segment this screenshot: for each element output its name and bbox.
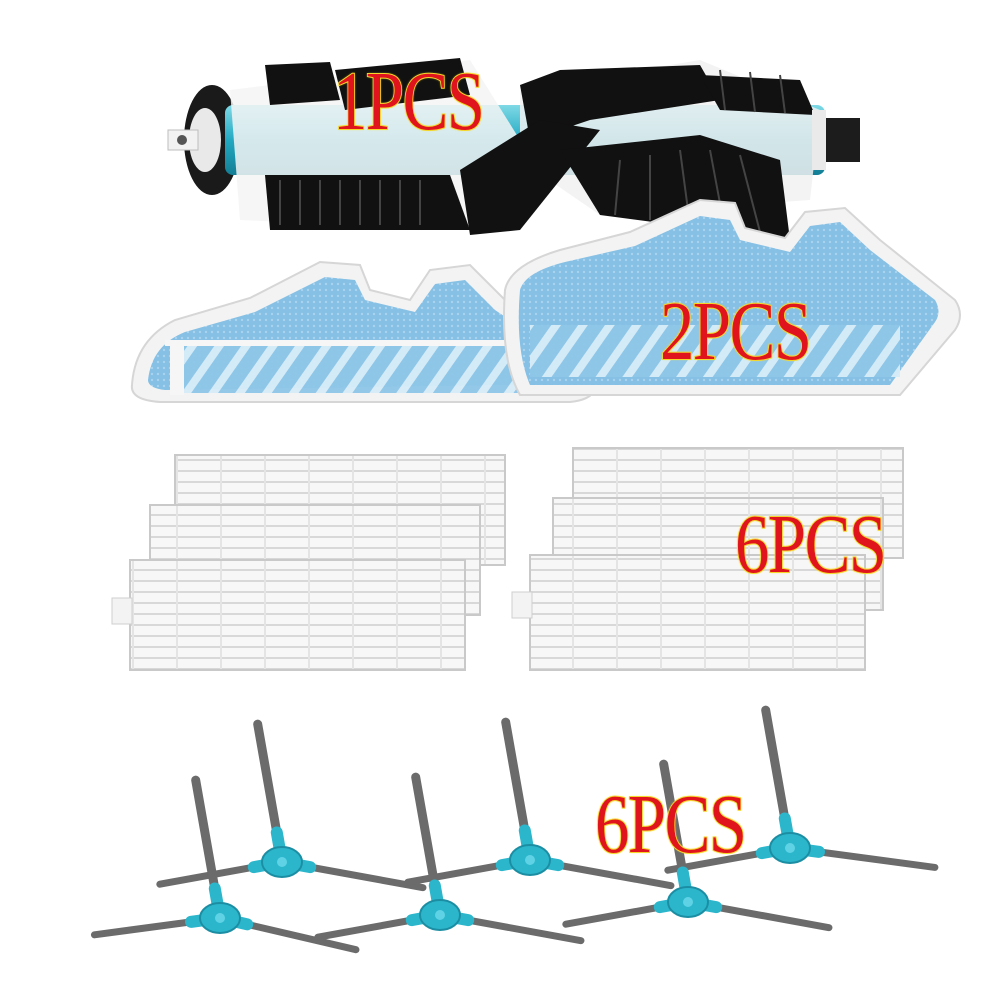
side-brush <box>404 717 675 890</box>
side-brush-group <box>90 705 939 954</box>
hepa-filter-quantity-label: 6PCS <box>734 498 888 591</box>
hepa-filter <box>511 554 866 671</box>
hepa-filter <box>111 559 466 671</box>
side-brush <box>90 775 360 954</box>
side-brush <box>156 719 427 892</box>
mop-pad <box>503 198 961 396</box>
roller-brush-bristle-texture <box>279 69 786 233</box>
mop-pad <box>130 260 598 403</box>
side-brush-quantity-label: 6PCS <box>594 778 748 871</box>
side-brush <box>314 772 585 945</box>
side-brush-hub-center <box>525 855 535 865</box>
side-brush <box>664 705 939 874</box>
side-brush-hub-center <box>215 913 225 923</box>
side-brush-hub-center <box>277 857 287 867</box>
roller-brush-bristles <box>265 58 815 240</box>
side-brush-hub-center <box>683 897 693 907</box>
side-brush <box>562 759 833 932</box>
roller-brush-quantity-label: 1PCS <box>332 55 486 148</box>
side-brush-hub-center <box>435 910 445 920</box>
side-brush-hub-center <box>785 843 795 853</box>
mop-pad-quantity-label: 2PCS <box>659 285 813 378</box>
roller-brush <box>167 58 860 240</box>
roller-brush-end-cap-right <box>812 110 860 170</box>
